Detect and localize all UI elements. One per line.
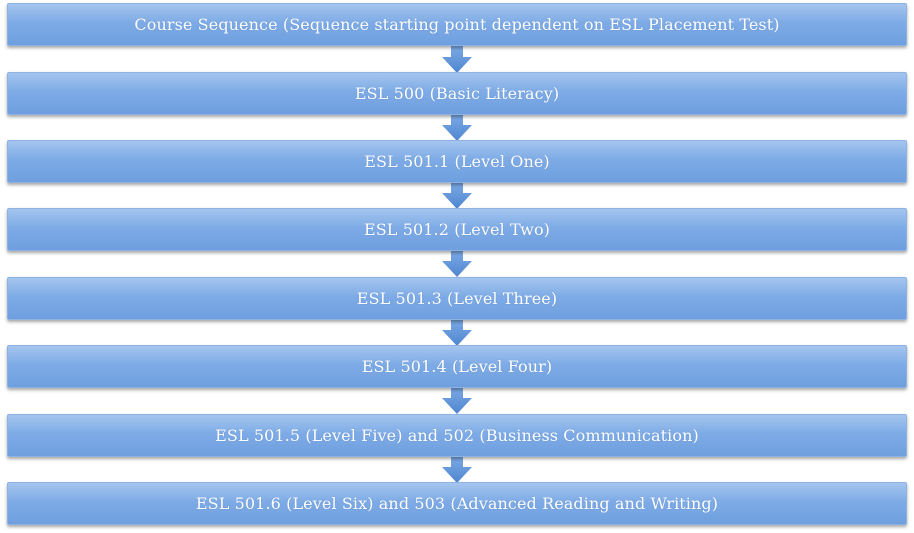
step-label: Course Sequence (Sequence starting point… xyxy=(134,15,780,34)
down-arrow-icon xyxy=(442,181,472,209)
step-box-esl-500: ESL 500 (Basic Literacy) xyxy=(7,72,907,115)
down-arrow-icon xyxy=(442,113,472,141)
down-arrow-icon xyxy=(442,318,472,346)
down-arrow-icon xyxy=(442,455,472,483)
step-box-esl-501-6: ESL 501.6 (Level Six) and 503 (Advanced … xyxy=(7,482,907,525)
down-arrow-icon xyxy=(442,45,472,73)
step-box-esl-501-3: ESL 501.3 (Level Three) xyxy=(7,277,907,320)
down-arrow-icon xyxy=(442,386,472,414)
step-label: ESL 501.5 (Level Five) and 502 (Business… xyxy=(215,426,699,445)
step-box-esl-501-1: ESL 501.1 (Level One) xyxy=(7,140,907,183)
step-label: ESL 501.6 (Level Six) and 503 (Advanced … xyxy=(195,494,719,513)
step-label: ESL 500 (Basic Literacy) xyxy=(354,84,560,103)
step-box-esl-501-2: ESL 501.2 (Level Two) xyxy=(7,208,907,251)
step-box-esl-501-5: ESL 501.5 (Level Five) and 502 (Business… xyxy=(7,414,907,457)
step-label: ESL 501.1 (Level One) xyxy=(364,152,550,171)
step-box-esl-501-4: ESL 501.4 (Level Four) xyxy=(7,345,907,388)
step-box-course-sequence: Course Sequence (Sequence starting point… xyxy=(7,3,907,46)
step-label: ESL 501.2 (Level Two) xyxy=(363,220,551,239)
step-label: ESL 501.4 (Level Four) xyxy=(361,357,553,376)
step-label: ESL 501.3 (Level Three) xyxy=(356,289,558,308)
down-arrow-icon xyxy=(442,249,472,277)
